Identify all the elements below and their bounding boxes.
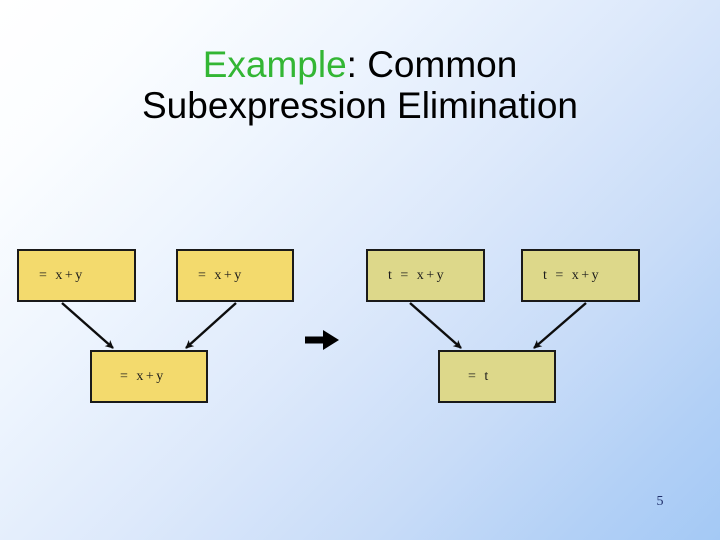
node-label: t = x+y xyxy=(388,267,447,283)
page-number: 5 xyxy=(656,494,664,509)
page-title: Example: Common Subexpression Eliminatio… xyxy=(56,44,664,127)
after-node-a-bottom: = t xyxy=(438,350,556,403)
edges-before xyxy=(61,302,237,349)
node-label: = x+y xyxy=(39,267,85,283)
before-node-b-top-right: = x+y xyxy=(176,249,294,302)
after-node-a-top-right: t = x+y xyxy=(521,249,640,302)
right-arrow-icon xyxy=(305,330,339,350)
after-node-a-top-left: t = x+y xyxy=(366,249,485,302)
after-edge-a-top-left-to-a-bottom xyxy=(409,302,462,349)
edges-after xyxy=(409,302,587,349)
before-edge-b-top-left-to-b-bottom xyxy=(61,302,114,349)
title-keyword: Example xyxy=(202,44,347,85)
node-label: t = x+y xyxy=(543,267,602,283)
node-label: = x+y xyxy=(198,267,244,283)
before-node-b-bottom: = x+y xyxy=(90,350,208,403)
title-rest-line1: Common xyxy=(356,44,518,85)
before-edge-b-top-right-to-b-bottom xyxy=(185,302,237,349)
title-separator: : xyxy=(346,44,357,85)
title-line2: Subexpression Elimination xyxy=(141,85,578,127)
before-node-b-top-left: = x+y xyxy=(17,249,136,302)
node-label: = x+y xyxy=(120,368,166,384)
node-label: = t xyxy=(468,368,491,384)
after-edge-a-top-right-to-a-bottom xyxy=(533,302,587,349)
